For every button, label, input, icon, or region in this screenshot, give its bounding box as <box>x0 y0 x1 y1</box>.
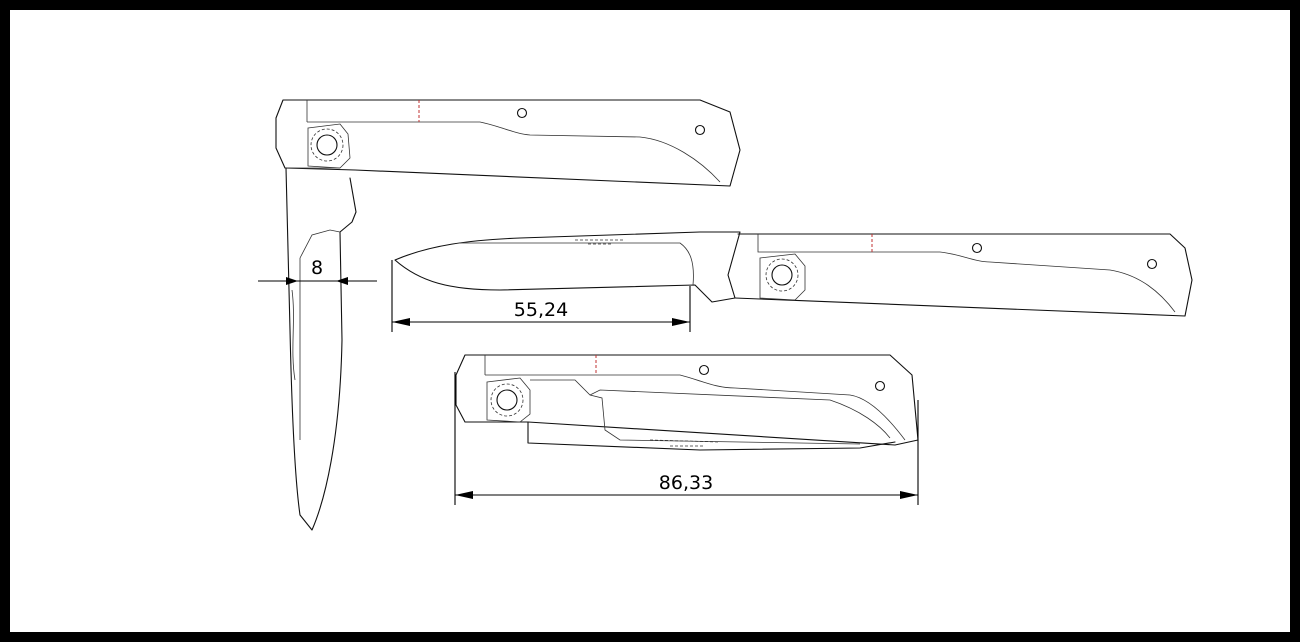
drawing-canvas: 8 <box>10 10 1290 632</box>
closed-folded-blade <box>527 421 896 451</box>
top-pivot-hole <box>316 134 338 156</box>
top-handle-outline <box>275 99 741 187</box>
dimension-blade-length: 55,24 <box>514 299 568 321</box>
view-knife-open-horizontal: 55,24 <box>391 231 1193 332</box>
closed-pin-hole <box>698 364 710 376</box>
view-knife-closed: 86,33 <box>454 354 919 505</box>
mid-rear-pin-hole <box>1146 258 1158 270</box>
closed-handle-outline <box>455 354 919 446</box>
dimension-blade-thickness: 8 <box>311 257 323 279</box>
top-pivot-outer <box>310 128 344 162</box>
top-pin-hole <box>516 107 528 119</box>
mid-pivot-outer <box>765 258 799 292</box>
mid-pivot-hole <box>771 264 793 286</box>
view-blade-open-vertical: 8 <box>258 99 741 531</box>
horizontal-handle-outline <box>734 233 1193 317</box>
closed-pivot-outer <box>490 383 524 417</box>
horizontal-blade-outline <box>394 231 741 303</box>
technical-drawing: 8 <box>258 99 1193 531</box>
mid-pin-hole <box>971 242 983 254</box>
closed-rear-pin-hole <box>874 380 886 392</box>
top-rear-pin-hole <box>694 124 706 136</box>
vertical-blade-outline <box>285 167 357 531</box>
dimension-closed-length: 86,33 <box>659 472 713 494</box>
closed-pivot-hole <box>496 389 518 411</box>
